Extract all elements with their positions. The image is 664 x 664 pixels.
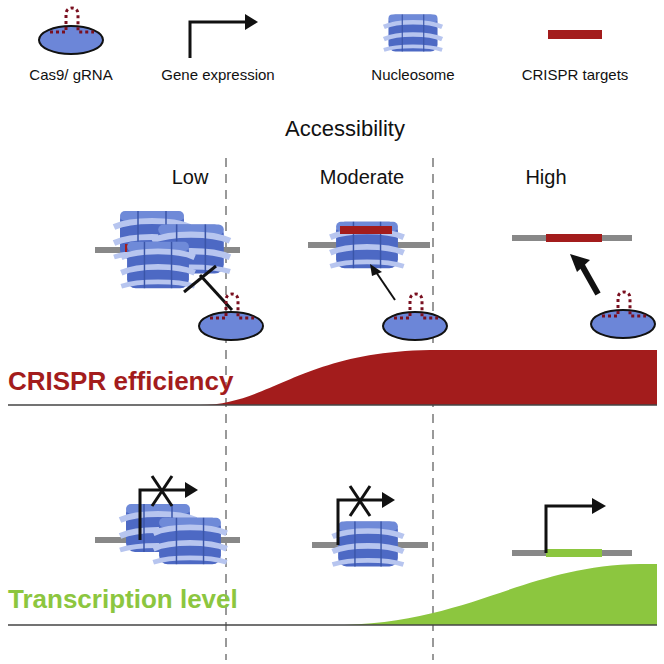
legend-text: Nucleosome (371, 66, 454, 83)
legend-nucleosome-icon (384, 15, 442, 52)
column-label: Low (172, 166, 209, 189)
legend-text: Cas9/ gRNA (29, 66, 112, 83)
row-label: CRISPR efficiency (8, 366, 233, 397)
axis-title: Accessibility (285, 116, 405, 142)
moderate-access-crispr (308, 222, 447, 340)
legend-swatch (548, 30, 602, 39)
column-label: High (525, 166, 566, 189)
axis (8, 624, 657, 626)
low-access-transcription (95, 476, 240, 564)
divider (432, 158, 434, 660)
legend-text: Gene expression (161, 66, 274, 83)
column-label: Moderate (320, 166, 405, 189)
high-access-transcription (512, 498, 632, 557)
transcription-area (8, 564, 657, 625)
legend-text: CRISPR targets (522, 66, 629, 83)
row-label: Transcription level (8, 584, 238, 615)
moderate-access-transcription (312, 486, 428, 566)
axis (8, 404, 657, 406)
high-access-crispr (512, 234, 655, 338)
efficiency-area (8, 350, 657, 405)
low-access-crispr (95, 211, 263, 340)
legend-cas9-icon (39, 8, 103, 54)
legend-gene-arrow (190, 14, 258, 58)
